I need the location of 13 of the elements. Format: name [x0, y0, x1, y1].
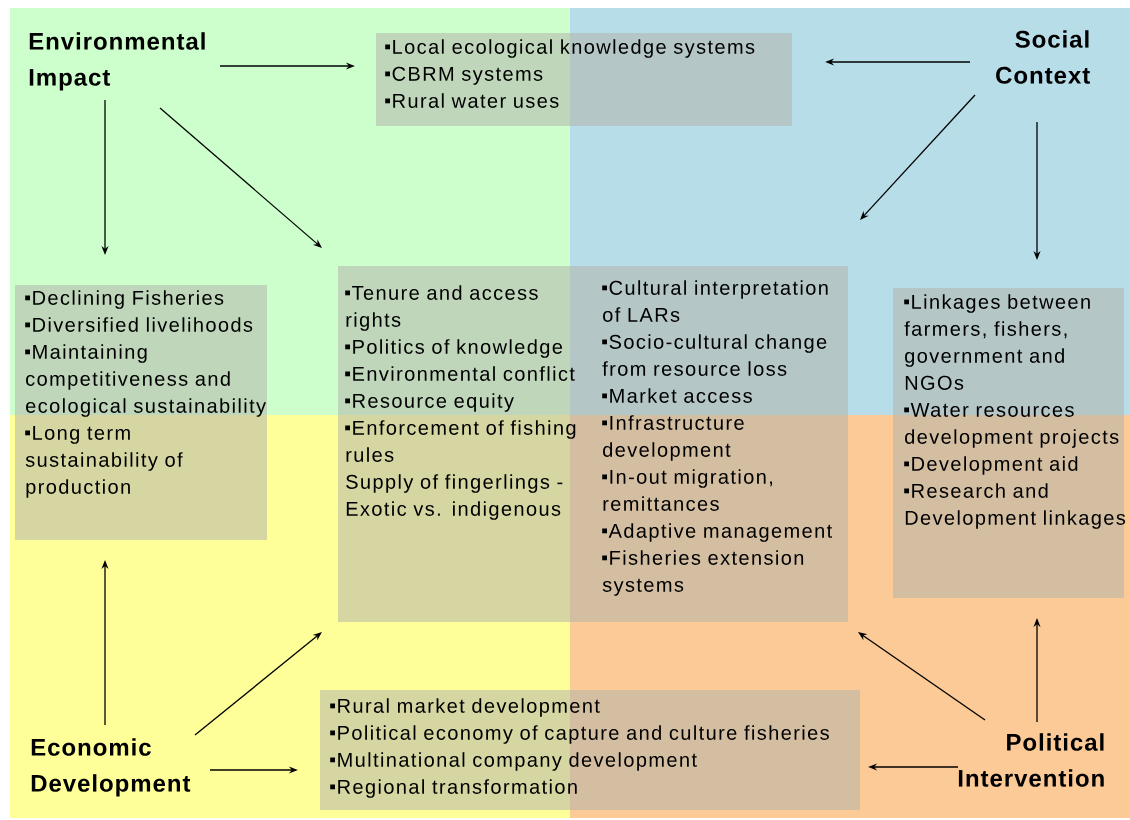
heading: Social Context — [996, 30, 1090, 84]
list-box: Declining Fisheries Diversified livelihoods Maintaining competitiveness and ecological sustainability Long term sustainability of production — [15, 285, 267, 540]
heading: Environmental Impact — [29, 32, 205, 91]
heading: Economic Development — [31, 738, 191, 797]
list-box: Local ecological knowledge systems CBRM systems Rural water uses — [376, 33, 792, 126]
list-box: Rural market development Political economy of capture and culture fisheries Multinational company development Regional transformation — [320, 690, 860, 810]
list-box: Linkages between farmers, fishers, government and NGOs Water resources development projects Development aid Research and Development linkages — [893, 288, 1126, 598]
arrow — [159, 107, 322, 248]
list-box: Tenure and access rights Politics of knowledge Environmental conflict Resource equity Enforcement of fishing rules Supply of fingerlings - Exotic vs. indigenous Cultural interpretation of LARs Socio-cultural change from resource loss Market access Infrastructure development In-out migration, remittances Adaptive management Fisheries extension systems — [338, 266, 848, 622]
heading: Political Intervention — [958, 733, 1104, 787]
arrow — [194, 632, 322, 736]
arrow — [860, 94, 976, 220]
arrow — [858, 632, 986, 721]
